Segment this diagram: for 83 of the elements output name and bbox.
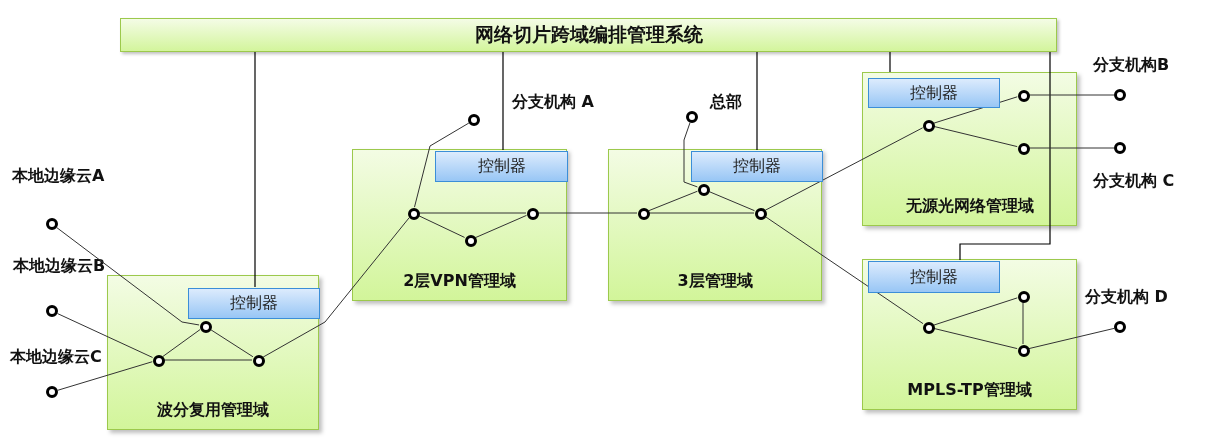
network-node bbox=[755, 208, 767, 220]
controller-label: 控制器 bbox=[910, 266, 958, 288]
link-line bbox=[708, 190, 755, 212]
link-line bbox=[1022, 301, 1024, 345]
network-node bbox=[253, 355, 265, 367]
link-line bbox=[418, 212, 527, 214]
link-line bbox=[756, 51, 758, 151]
link-line bbox=[764, 127, 924, 211]
title-bar bbox=[120, 18, 1057, 52]
link-line bbox=[56, 313, 154, 358]
link-line bbox=[414, 122, 470, 208]
link-line bbox=[889, 51, 891, 73]
site-label: 分支机构 C bbox=[1093, 171, 1175, 192]
domain-box bbox=[862, 72, 1077, 226]
controller-box bbox=[868, 261, 1000, 293]
network-node bbox=[46, 305, 58, 317]
link-line bbox=[162, 329, 201, 357]
network-node bbox=[923, 322, 935, 334]
link-line bbox=[209, 328, 254, 358]
domain-box bbox=[352, 149, 567, 301]
network-node bbox=[46, 386, 58, 398]
domain-label: 无源光网络管理域 bbox=[905, 196, 1034, 217]
domain-label: 3层管理域 bbox=[677, 271, 753, 292]
controller-label: 控制器 bbox=[230, 293, 278, 314]
site-label: 本地边缘云C bbox=[10, 347, 102, 368]
site-label: 总部 bbox=[710, 92, 742, 113]
network-node bbox=[638, 208, 650, 220]
link-line bbox=[933, 297, 1018, 326]
domain-box bbox=[862, 259, 1077, 410]
domain-label: 波分复用管理域 bbox=[157, 400, 269, 421]
network-node bbox=[46, 218, 58, 230]
network-node bbox=[200, 321, 212, 333]
link-line bbox=[1028, 327, 1115, 350]
link-line bbox=[163, 359, 253, 361]
controller-label: 控制器 bbox=[733, 156, 781, 177]
network-node bbox=[1018, 345, 1030, 357]
network-node bbox=[527, 208, 539, 220]
link-line bbox=[1028, 147, 1115, 149]
site-label: 分支机构 A bbox=[512, 92, 594, 113]
link-line bbox=[933, 125, 1018, 148]
link-line bbox=[648, 212, 755, 214]
controller-box bbox=[868, 78, 1000, 108]
controller-box bbox=[435, 151, 568, 182]
network-node bbox=[1018, 143, 1030, 155]
site-label: 本地边缘云A bbox=[12, 166, 105, 187]
domain-box bbox=[608, 149, 822, 301]
link-line bbox=[475, 214, 527, 239]
site-label: 分支机构 D bbox=[1085, 287, 1168, 308]
network-node bbox=[686, 111, 698, 123]
network-node bbox=[1114, 142, 1126, 154]
domain-label: 2层VPN管理域 bbox=[403, 271, 516, 292]
domain-label: MPLS-TP管理域 bbox=[907, 380, 1032, 401]
link-line bbox=[648, 190, 698, 212]
link-line bbox=[262, 217, 410, 358]
link-line bbox=[933, 327, 1018, 350]
site-label: 本地边缘云B bbox=[13, 256, 106, 277]
link-line bbox=[959, 51, 1051, 261]
link-line bbox=[1028, 94, 1115, 96]
network-node bbox=[408, 208, 420, 220]
network-node bbox=[153, 355, 165, 367]
link-line bbox=[57, 361, 153, 391]
controller-label: 控制器 bbox=[910, 82, 958, 104]
link-line bbox=[254, 51, 256, 288]
domain-box bbox=[107, 275, 319, 430]
network-node bbox=[465, 235, 477, 247]
title-text: 网络切片跨域编排管理系统 bbox=[474, 22, 703, 47]
controller-box bbox=[188, 288, 320, 319]
link-line bbox=[502, 51, 504, 151]
link-line bbox=[683, 122, 698, 188]
link-line bbox=[764, 215, 924, 325]
network-node bbox=[1114, 321, 1126, 333]
network-node bbox=[698, 184, 710, 196]
link-line bbox=[537, 212, 638, 214]
network-node bbox=[468, 114, 480, 126]
link-line bbox=[56, 227, 200, 326]
network-node bbox=[1018, 291, 1030, 303]
site-label: 分支机构B bbox=[1093, 55, 1170, 76]
network-node bbox=[1114, 89, 1126, 101]
controller-label: 控制器 bbox=[477, 156, 526, 177]
controller-box bbox=[691, 151, 823, 182]
link-line bbox=[417, 215, 466, 238]
network-node bbox=[1018, 90, 1030, 102]
network-node bbox=[923, 120, 935, 132]
